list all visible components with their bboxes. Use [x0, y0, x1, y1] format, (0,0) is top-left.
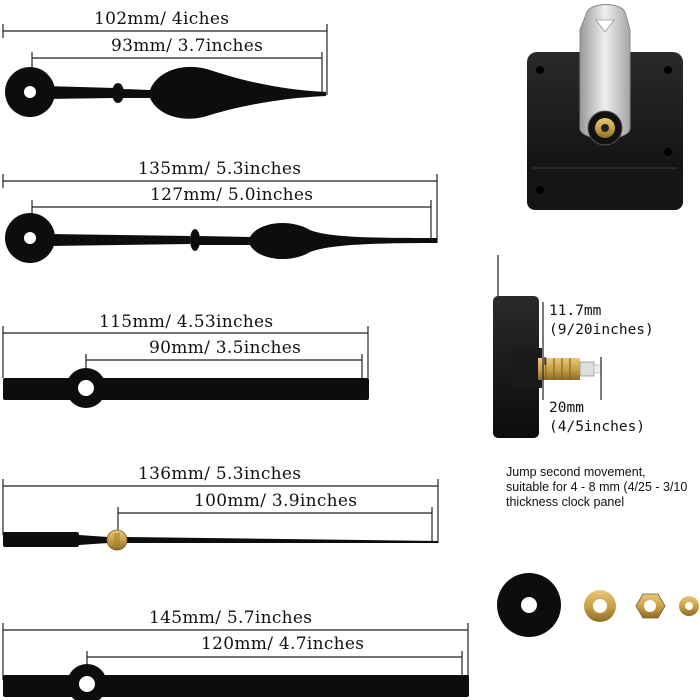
clock-hand-2 [5, 213, 437, 263]
hand-center-hole [24, 232, 36, 244]
thread-length-label: 20mm [549, 400, 584, 416]
set-4-inner-label: 100mm/ 3.9inches [194, 491, 358, 511]
shaft-length-inches-label: (9/20inches) [549, 322, 654, 338]
dimension-line-outer-5 [2, 623, 469, 684]
set-4-outer-label: 136mm/ 5.3inches [138, 464, 302, 484]
thread-length-inches-label: (4/5inches) [549, 419, 646, 435]
hand-set-1 [2, 24, 328, 119]
clock-movement-side [493, 255, 602, 438]
clock-hand-5 [3, 664, 469, 700]
hand-set-5 [2, 623, 469, 700]
hanger-icon [579, 4, 631, 139]
hand-set-4 [2, 479, 439, 551]
clock-hand-1 [5, 66, 326, 119]
set-2-inner-label: 127mm/ 5.0inches [150, 185, 314, 205]
set-5-inner-label: 120mm/ 4.7inches [201, 634, 365, 654]
movement-note-line-2: suitable for 4 - 8 mm (4/25 - 3/10 [506, 480, 688, 494]
set-1-outer-label: 102mm/ 4iches [94, 9, 230, 29]
movement-note-line-3: thickness clock panel [506, 495, 625, 509]
hand-set-3 [2, 326, 369, 408]
hand-center-hole [24, 86, 36, 98]
clock-hand-3 [3, 368, 369, 408]
hand-center-hole [78, 380, 94, 396]
accessories [497, 573, 699, 637]
clock-hand-4 [3, 529, 438, 551]
dimension-line-outer-3 [2, 326, 369, 378]
dimension-line-inner-4 [117, 507, 433, 543]
set-3-inner-label: 90mm/ 3.5inches [149, 338, 302, 358]
clock-movement-front [527, 4, 683, 210]
set-1-inner-label: 93mm/ 3.7inches [111, 36, 264, 56]
shaft-length-label: 11.7mm [549, 303, 602, 319]
shaft-dimension-lines [542, 302, 602, 400]
hand-center-hole [79, 676, 95, 692]
set-2-outer-label: 135mm/ 5.3inches [138, 159, 302, 179]
hand-set-2 [2, 174, 438, 263]
set-5-outer-label: 145mm/ 5.7inches [149, 608, 313, 628]
dimension-line-outer-4 [2, 479, 439, 543]
dimension-line-outer-1 [2, 24, 328, 95]
set-3-outer-label: 115mm/ 4.53inches [99, 312, 274, 332]
movement-note-line-1: Jump second movement, [506, 465, 646, 479]
dimension-line-outer-2 [2, 174, 438, 243]
